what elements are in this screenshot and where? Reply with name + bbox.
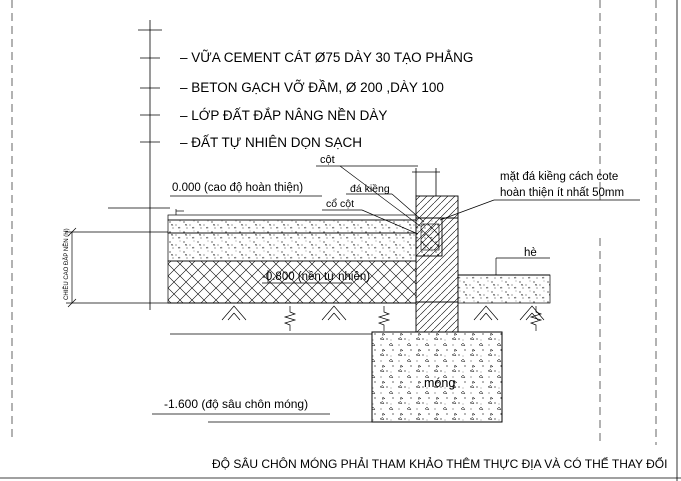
- concrete-rubble-layer: [167, 219, 417, 234]
- column-upper-lines: [412, 168, 440, 196]
- note-line-2: hoàn thiện ít nhất 50mm: [500, 187, 624, 199]
- layer-concrete: – BETON GẠCH VỠ ĐẦM, Ø 200 ,DÀY 100: [180, 80, 444, 95]
- column-lower: [415, 301, 459, 333]
- foundation-label: móng: [424, 376, 455, 390]
- natural-soil-layer: [167, 260, 417, 304]
- fill-height-label: CHIỀU CAO ĐẮP NỀN (H): [62, 228, 70, 300]
- note-line-1: mặt đá kiềng cách cote: [500, 171, 618, 183]
- column-neck-label: cổ cột: [326, 198, 354, 210]
- ground-symbols: [221, 305, 545, 331]
- level-zero-label: 0.000 (cao độ hoàn thiện): [172, 182, 303, 194]
- footer-note: ĐỘ SÂU CHÔN MÓNG PHẢI THAM KHẢO THÊM THỰ…: [212, 456, 667, 471]
- sidewalk-label: hè: [524, 247, 537, 259]
- fill-height-dimension: [66, 227, 168, 308]
- foundation-depth-label: -1.600 (độ sâu chôn móng): [164, 397, 308, 411]
- grid-dashed-lines: [11, 0, 657, 445]
- natural-ground-label: -0.800 (nền tự nhiên): [262, 271, 370, 283]
- foundation-footing: [371, 331, 503, 423]
- layer-leader-ticks: [138, 29, 162, 143]
- tile-stone-label: đá kiềng: [350, 183, 390, 195]
- layer-fill-soil: – LỚP ĐẤT ĐẮP NÂNG NỀN DÀY: [180, 108, 387, 123]
- layer-mortar: – VỮA CEMENT CÁT Ø75 DÀY 30 TẠO PHẲNG: [180, 50, 473, 65]
- column-label: cột: [320, 154, 335, 166]
- sidewalk-slab: [457, 274, 551, 304]
- layer-natural-soil: – ĐẤT TỰ NHIÊN DỌN SẠCH: [180, 135, 362, 150]
- fill-soil-layer: [167, 232, 417, 262]
